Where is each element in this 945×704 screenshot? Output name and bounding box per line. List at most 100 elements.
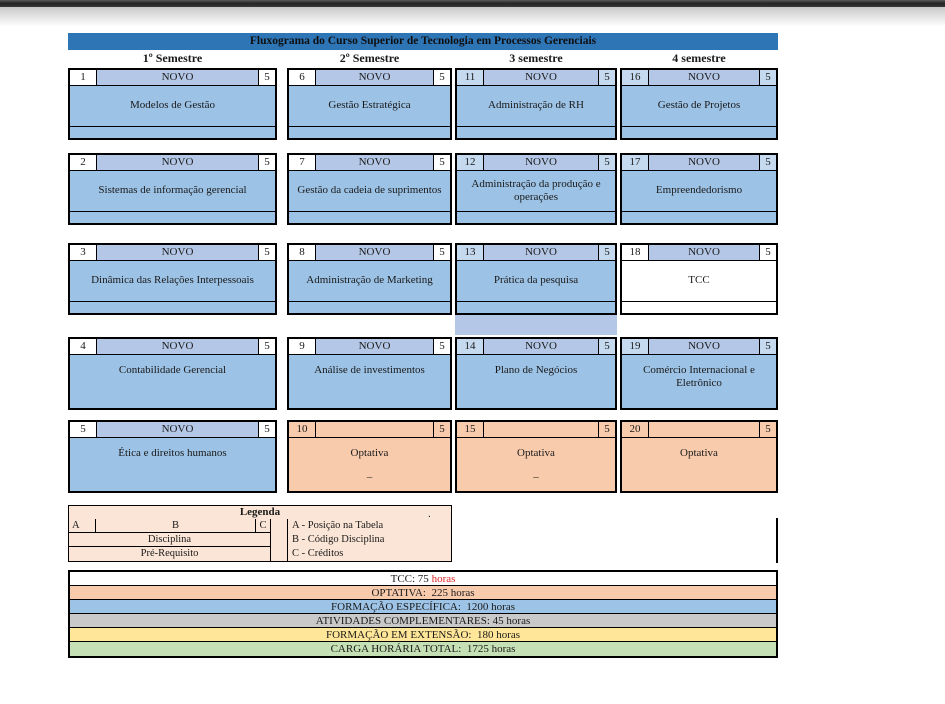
course-name: Optativa [517,447,555,459]
prerequisite-strip [70,211,275,223]
card-credits: 5 [598,339,615,354]
stray-vertical-border [776,518,778,563]
card-code: NOVO [97,70,258,85]
legend-key-c: C - Créditos [292,548,344,559]
card-body: Prática da pesquisa [457,261,615,301]
course-name: Contabilidade Gerencial [118,364,227,376]
card-credits: 5 [598,70,615,85]
prerequisite-strip [289,211,450,223]
card-credits: 5 [433,245,450,260]
card-code: NOVO [484,245,598,260]
summary-text: FORMAÇÃO ESPECÍFICA: 1200 horas [331,601,515,613]
card-position: 5 [70,422,97,437]
card-code: NOVO [649,245,759,260]
summary-row-2: OPTATIVA: 225 horas [70,586,776,600]
card-body: Administração de Marketing [289,261,450,301]
course-name: Dinâmica das Relações Interpessoais [91,274,254,287]
prerequisite-strip [457,211,615,223]
legend-key-b: B - Código Disciplina [292,534,385,545]
card-body: Análise de investimentos [289,355,450,408]
legend-cell-c: C [255,519,271,532]
card-credits: 5 [759,339,776,354]
card-position: 11 [457,70,484,85]
card-code: NOVO [316,245,433,260]
card-credits: 5 [433,339,450,354]
card-code: NOVO [97,422,258,437]
card-body: Comércio Internacional e Eletrônico [622,355,776,408]
card-code: NOVO [649,155,759,170]
card-credits: 5 [433,422,450,437]
summary-text: OPTATIVA: 225 horas [371,587,475,599]
card-position: 4 [70,339,97,354]
card-code: NOVO [484,155,598,170]
summary-row-4: ATIVIDADES COMPLEMENTARES: 45 horas [70,614,776,628]
card-body: Administração da produção e operações [457,171,615,211]
legend-cell-a: A [69,519,96,532]
course-name: Comércio Internacional e Eletrônico [643,364,755,390]
semester-header-1: 1º Semestre [142,51,203,65]
card-position: 18 [622,245,649,260]
card-body: Gestão da cadeia de suprimentos [289,171,450,211]
card-position: 16 [622,70,649,85]
card-code: NOVO [649,339,759,354]
card-body: Modelos de Gestão [70,86,275,126]
card-code: NOVO [649,70,759,85]
card-body: Gestão de Projetos [622,86,776,126]
semester-headers: 1º Semestre 2º Semestre 3 semestre 4 sem… [68,51,778,66]
card-body: Contabilidade Gerencial [70,355,275,408]
summary-row-6: CARGA HORÁRIA TOTAL: 1725 horas [70,642,776,656]
card-code: NOVO [316,70,433,85]
course-name: Optativa [350,447,389,459]
summary-row-3: FORMAÇÃO ESPECÍFICA: 1200 horas [70,600,776,614]
window-top-edge [0,0,945,7]
prerequisite-strip [622,126,776,138]
card-credits: 5 [759,422,776,437]
card-position: 10 [289,422,316,437]
legend-keys: A - Posição na Tabela B - Código Discipl… [287,519,451,561]
card-credits: 5 [759,155,776,170]
card-position: 17 [622,155,649,170]
legend-sample-card: A B C Disciplina Pré-Requisito [69,519,271,561]
card-body: Sistemas de informação gerencial [70,171,275,211]
card-position: 3 [70,245,97,260]
card-code [316,422,433,437]
prerequisite-note: – [366,471,373,484]
card-header: 10 5 [289,422,450,438]
card-body: Dinâmica das Relações Interpessoais [70,261,275,301]
card-position: 6 [289,70,316,85]
card-credits: 5 [433,70,450,85]
card-code: NOVO [316,339,433,354]
card-position: 12 [457,155,484,170]
card-credits: 5 [598,245,615,260]
